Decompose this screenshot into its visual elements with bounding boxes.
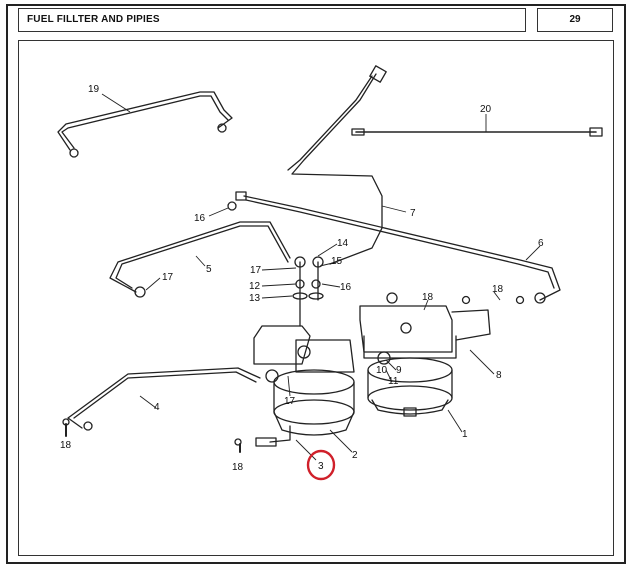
callout-18: 18 xyxy=(232,462,244,473)
callout-1: 1 xyxy=(462,429,468,440)
callout-18: 18 xyxy=(60,440,72,451)
filter-2 xyxy=(253,325,355,436)
page-title: FUEL FILLTER AND PIPIES xyxy=(18,8,526,32)
pipe-19 xyxy=(57,91,233,151)
filter-1 xyxy=(359,292,457,417)
drawing-frame xyxy=(6,4,626,564)
highlight-circle xyxy=(306,449,336,481)
callout-7: 7 xyxy=(410,208,416,219)
callout-16: 16 xyxy=(340,282,352,293)
callout-2: 2 xyxy=(352,450,358,461)
callout-5: 5 xyxy=(206,264,212,275)
callout-17: 17 xyxy=(284,396,296,407)
callout-9: 9 xyxy=(396,365,402,376)
pipe-3 xyxy=(269,425,291,443)
callout-11: 11 xyxy=(388,376,399,387)
pipe-5 xyxy=(109,221,291,293)
callout-18: 18 xyxy=(492,284,504,295)
diagram-area xyxy=(18,40,614,556)
callout-15: 15 xyxy=(331,256,343,267)
callout-3: 3 xyxy=(318,461,324,472)
bracket-8 xyxy=(451,309,491,341)
callout-20: 20 xyxy=(480,104,492,115)
callout-12: 12 xyxy=(249,281,261,292)
callout-8: 8 xyxy=(496,370,502,381)
callout-17: 17 xyxy=(162,272,174,283)
page-number: 29 xyxy=(537,8,613,32)
callout-19: 19 xyxy=(88,84,100,95)
callout-16: 16 xyxy=(194,213,206,224)
pipe-4 xyxy=(67,367,261,429)
callout-14: 14 xyxy=(337,238,349,249)
pipe-7 xyxy=(291,73,383,265)
callout-4: 4 xyxy=(154,402,160,413)
callout-17: 17 xyxy=(250,265,262,276)
callout-13: 13 xyxy=(249,293,261,304)
pipe-6 xyxy=(243,195,561,301)
callout-6: 6 xyxy=(538,238,544,249)
callout-18: 18 xyxy=(422,292,434,303)
callout-10: 10 xyxy=(376,365,388,376)
